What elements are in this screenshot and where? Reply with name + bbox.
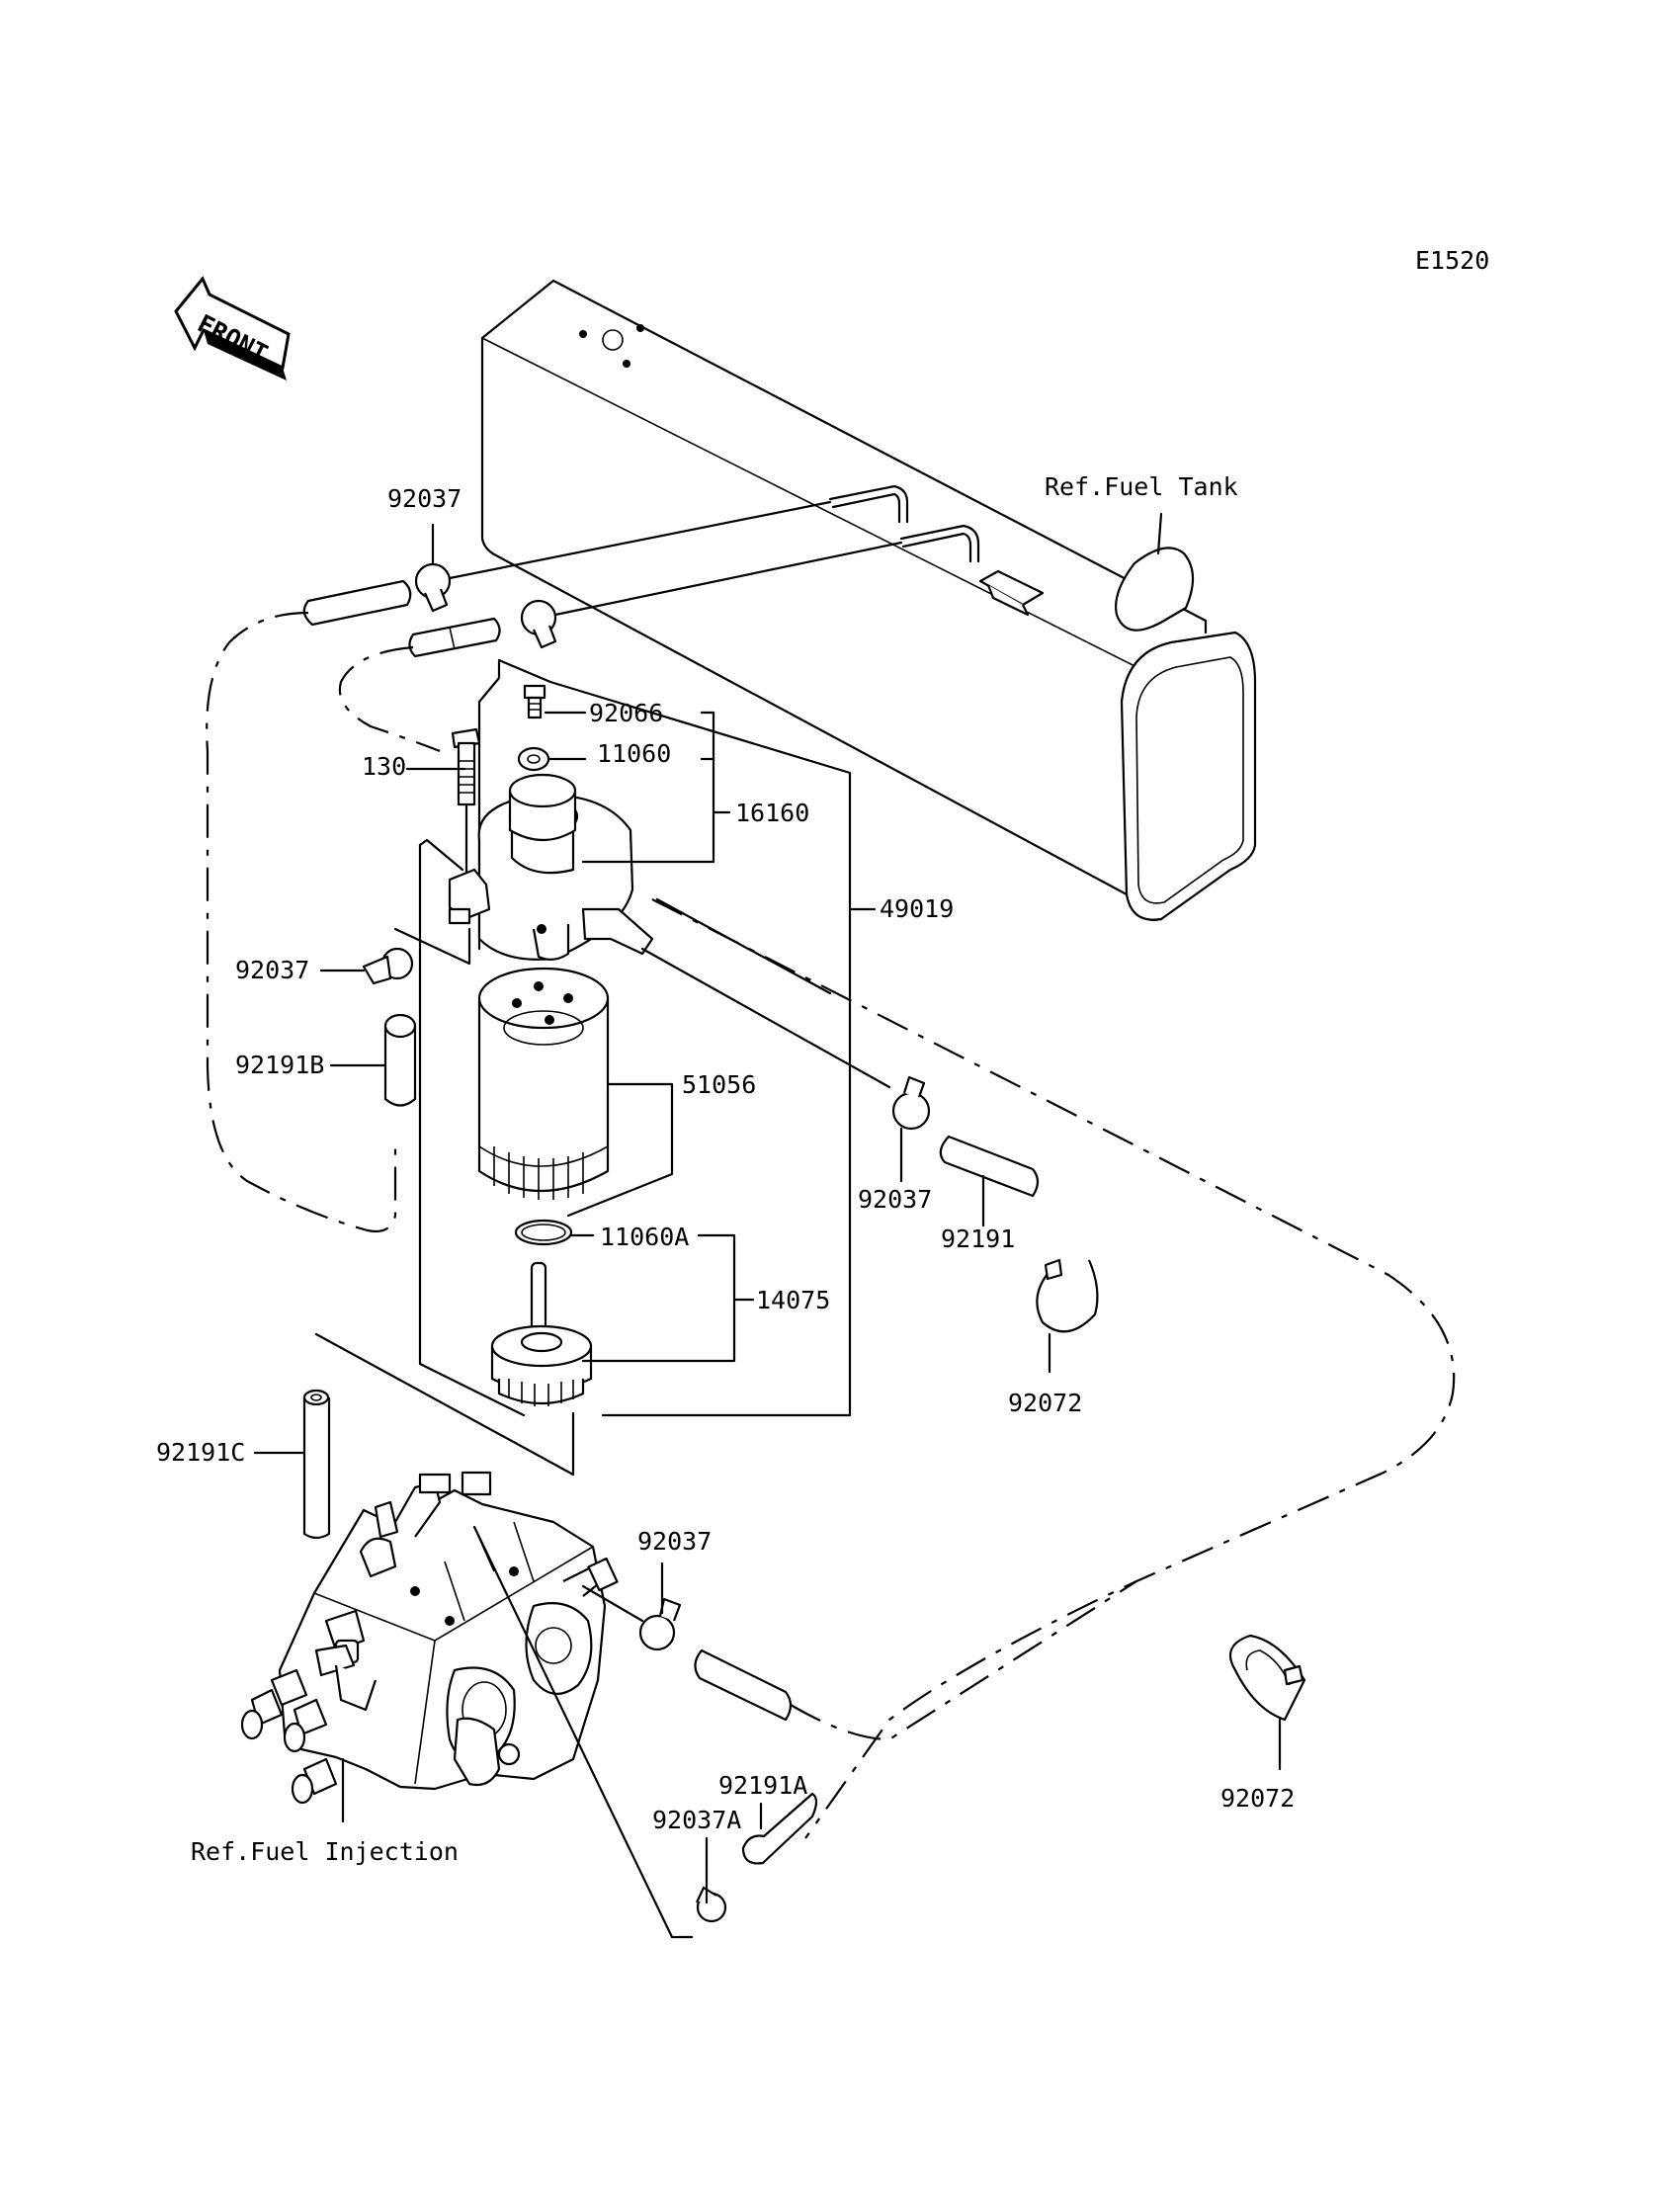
ref-fuel-injection-label: Ref.Fuel Injection [191, 1837, 459, 1866]
filter-cartridge-51056 [477, 967, 610, 1200]
part-label-92072-mid: 92072 [1008, 1389, 1082, 1417]
hose-92191B [383, 1013, 417, 1107]
injection-pump [240, 1471, 619, 1805]
return-line-filter [338, 645, 441, 753]
oring-11060A [514, 1219, 573, 1246]
part-label-49019: 49019 [880, 894, 954, 923]
part-label-14075: 14075 [756, 1286, 830, 1314]
part-label-92191A: 92191A [718, 1771, 807, 1800]
leader-lines [253, 512, 1282, 1860]
bowl-14075 [490, 1261, 593, 1406]
part-label-92072-bottom: 92072 [1220, 1784, 1295, 1813]
return-line-left [206, 611, 397, 1233]
bracket-49019 [497, 658, 852, 1417]
hose-upper [302, 579, 412, 627]
tie-band-92072-bottom [1228, 1634, 1306, 1722]
washer-11060 [517, 746, 550, 772]
clamp-92037-left [362, 947, 414, 985]
bolt-130 [451, 727, 481, 806]
feed-line-right [651, 898, 1456, 1839]
part-label-92191B: 92191B [235, 1051, 324, 1079]
front-arrow-icon: FRONT [174, 276, 291, 380]
part-label-92037-bottom: 92037 [637, 1527, 712, 1556]
hose-lower [408, 617, 501, 658]
part-label-11060: 11060 [597, 739, 671, 768]
part-label-92037-left: 92037 [235, 956, 309, 984]
hose-to-pump [694, 1648, 793, 1722]
part-label-92037-mid: 92037 [858, 1185, 932, 1214]
diagram-code: E1520 [1415, 246, 1489, 275]
part-label-92191: 92191 [941, 1225, 1015, 1253]
clamp-92037-mid [891, 1075, 931, 1131]
hose-92191C [302, 1389, 331, 1540]
hose-92191A [741, 1792, 818, 1865]
hose-92191 [939, 1135, 1040, 1198]
clamp-92037A [696, 1886, 727, 1923]
fuel-tank [480, 279, 1257, 921]
part-label-92037A: 92037A [652, 1806, 741, 1834]
filter-head-16160 [448, 773, 654, 961]
bolt-92066 [523, 684, 546, 719]
ref-fuel-tank-label: Ref.Fuel Tank [1045, 472, 1238, 501]
clamp-tank-lower [520, 599, 557, 649]
part-label-92066: 92066 [589, 699, 663, 727]
tie-band-92072-mid [1036, 1258, 1099, 1333]
part-label-11060A: 11060A [600, 1223, 689, 1251]
clamp-92037-top [414, 562, 452, 613]
part-label-92037-top: 92037 [387, 484, 462, 513]
part-label-51056: 51056 [682, 1070, 756, 1099]
part-label-92191C: 92191C [156, 1438, 245, 1467]
part-label-16160: 16160 [735, 799, 809, 827]
part-label-130: 130 [362, 752, 406, 781]
clamp-92037-bottom [638, 1597, 682, 1651]
